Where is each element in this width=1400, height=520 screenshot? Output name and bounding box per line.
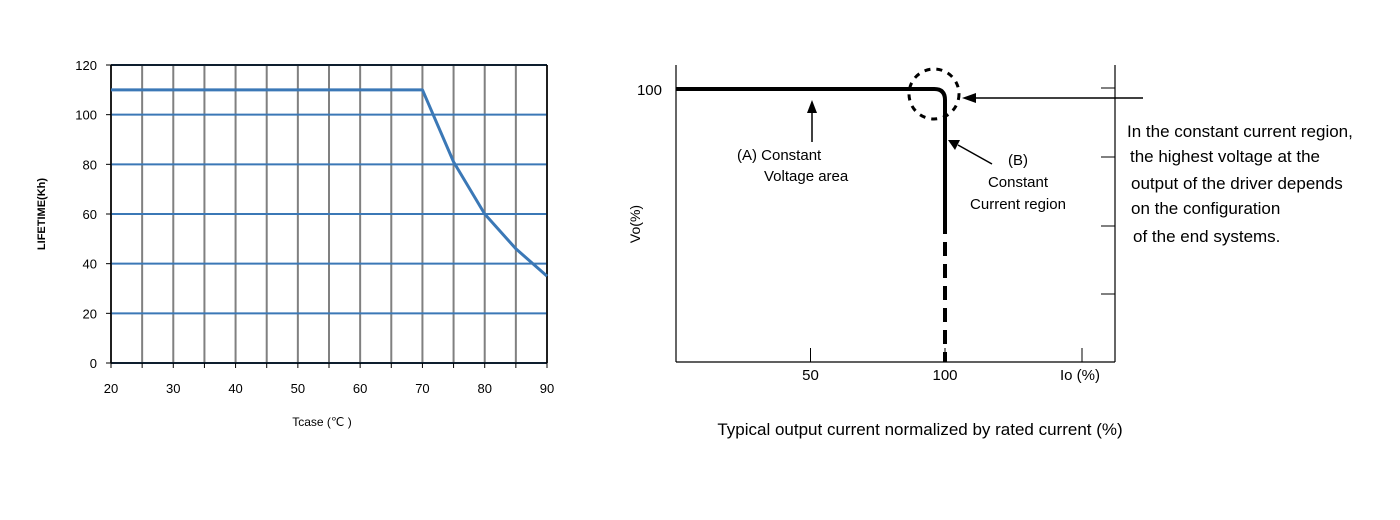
y-tick-label: 100 (637, 82, 662, 99)
x-tick-label: 20 (104, 381, 118, 396)
y-tick-label: 40 (83, 257, 97, 272)
x-tick-label: 50 (802, 367, 819, 384)
area-b-arrow-line (957, 144, 993, 165)
y-tick-label: 20 (83, 306, 97, 321)
x-tick-label: 70 (415, 381, 429, 396)
y-tick-label: 120 (75, 58, 97, 73)
area-b-arrow-head (948, 140, 960, 150)
x-tick-label: 100 (932, 367, 957, 384)
x-tick-label: 60 (353, 381, 367, 396)
x-tick-label: 90 (540, 381, 554, 396)
area-a-label: (A) Constant (737, 147, 822, 164)
lifetime-series-line (111, 88, 548, 278)
area-b-label: Constant (988, 174, 1049, 191)
constant-voltage-current-line (676, 87, 947, 221)
area-b-label: (B) (1008, 152, 1028, 169)
x-tick-label: 40 (228, 381, 242, 396)
x-tick-label: 30 (166, 381, 180, 396)
y-tick-label: 60 (83, 207, 97, 222)
area-a-label: Voltage area (764, 168, 849, 185)
y-axis-label: LIFETIME(Kh) (36, 178, 48, 250)
note-text-line: In the constant current region, (1127, 122, 1353, 141)
y-tick-label: 100 (75, 108, 97, 123)
note-arrow-head (962, 93, 976, 103)
y-axis-label: Vo(%) (627, 205, 643, 243)
area-a-arrow-head (807, 100, 817, 113)
note-text-line: the highest voltage at the (1130, 147, 1320, 166)
x-axis-end-label: Io (%) (1060, 367, 1100, 384)
knee-highlight-circle (907, 67, 961, 121)
note-text-line: on the configuration (1131, 199, 1280, 218)
x-tick-label: 50 (291, 381, 305, 396)
note-text-line: of the end systems. (1133, 227, 1280, 246)
x-tick-label: 80 (477, 381, 491, 396)
note-text-line: output of the driver depends (1131, 174, 1343, 193)
area-b-label: Current region (970, 196, 1066, 213)
y-tick-label: 0 (90, 356, 97, 371)
y-tick-label: 80 (83, 157, 97, 172)
x-axis-label: Tcase (℃ ) (292, 415, 351, 429)
x-axis-label: Typical output current normalized by rat… (717, 420, 1122, 439)
